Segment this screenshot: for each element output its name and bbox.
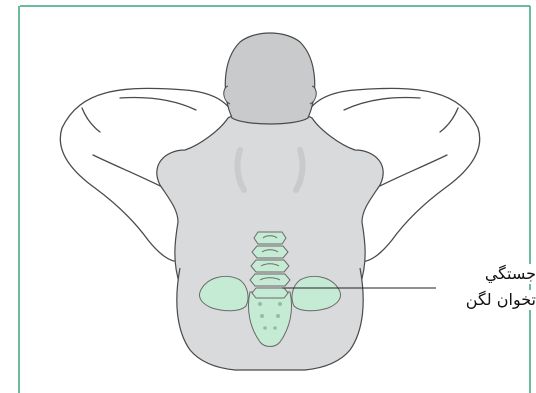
vertebra-4 <box>250 274 290 286</box>
label-fused-vertebrae: جستگي <box>439 264 536 284</box>
vertebra-5 <box>252 288 288 298</box>
head <box>225 33 314 124</box>
vertebra-1 <box>254 232 286 244</box>
vertebra-2 <box>252 246 288 258</box>
label-pelvic-bone: تخوان لگن <box>439 290 536 310</box>
vertebra-3 <box>251 260 289 272</box>
